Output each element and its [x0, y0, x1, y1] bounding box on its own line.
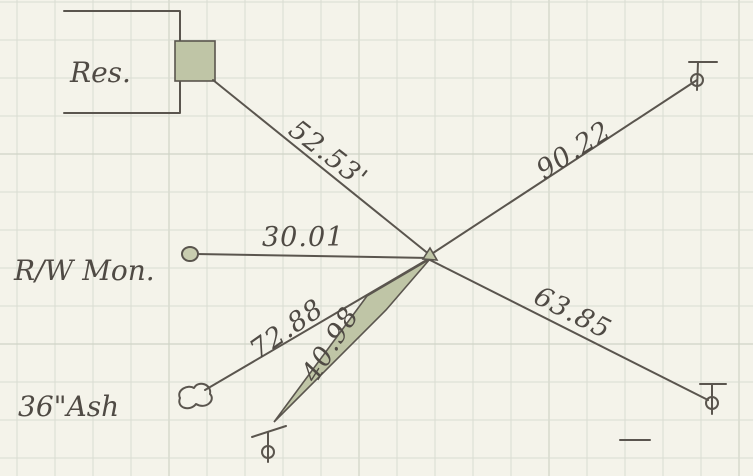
residence-corner-marker: [174, 40, 216, 82]
distance-to-monument: 30.01: [262, 222, 344, 253]
south-point-icon: [251, 425, 287, 463]
measurement-lines: [195, 79, 709, 423]
control-point-icon: [421, 246, 439, 261]
line-to-ash: [204, 257, 431, 391]
monument-icon: [181, 246, 199, 262]
southeast-point-icon: [699, 383, 727, 415]
line-to-monument: [195, 253, 431, 259]
line-to-northeast-point: [429, 79, 698, 256]
distance-to-northeast-point: 90.22: [531, 115, 617, 186]
northeast-point-icon: [688, 61, 718, 91]
residence: Res.: [63, 10, 216, 114]
monument-label: R/W Mon.: [13, 254, 155, 287]
line-to-southeast-point: [429, 259, 709, 401]
line-to-residence: [212, 79, 431, 256]
residence-label: Res.: [69, 56, 131, 89]
shaded-wedge: [273, 258, 431, 423]
distance-to-southeast-point: 63.85: [529, 281, 616, 346]
tree-icon: [178, 382, 213, 410]
ash-tree-label: 36"Ash: [18, 390, 119, 423]
